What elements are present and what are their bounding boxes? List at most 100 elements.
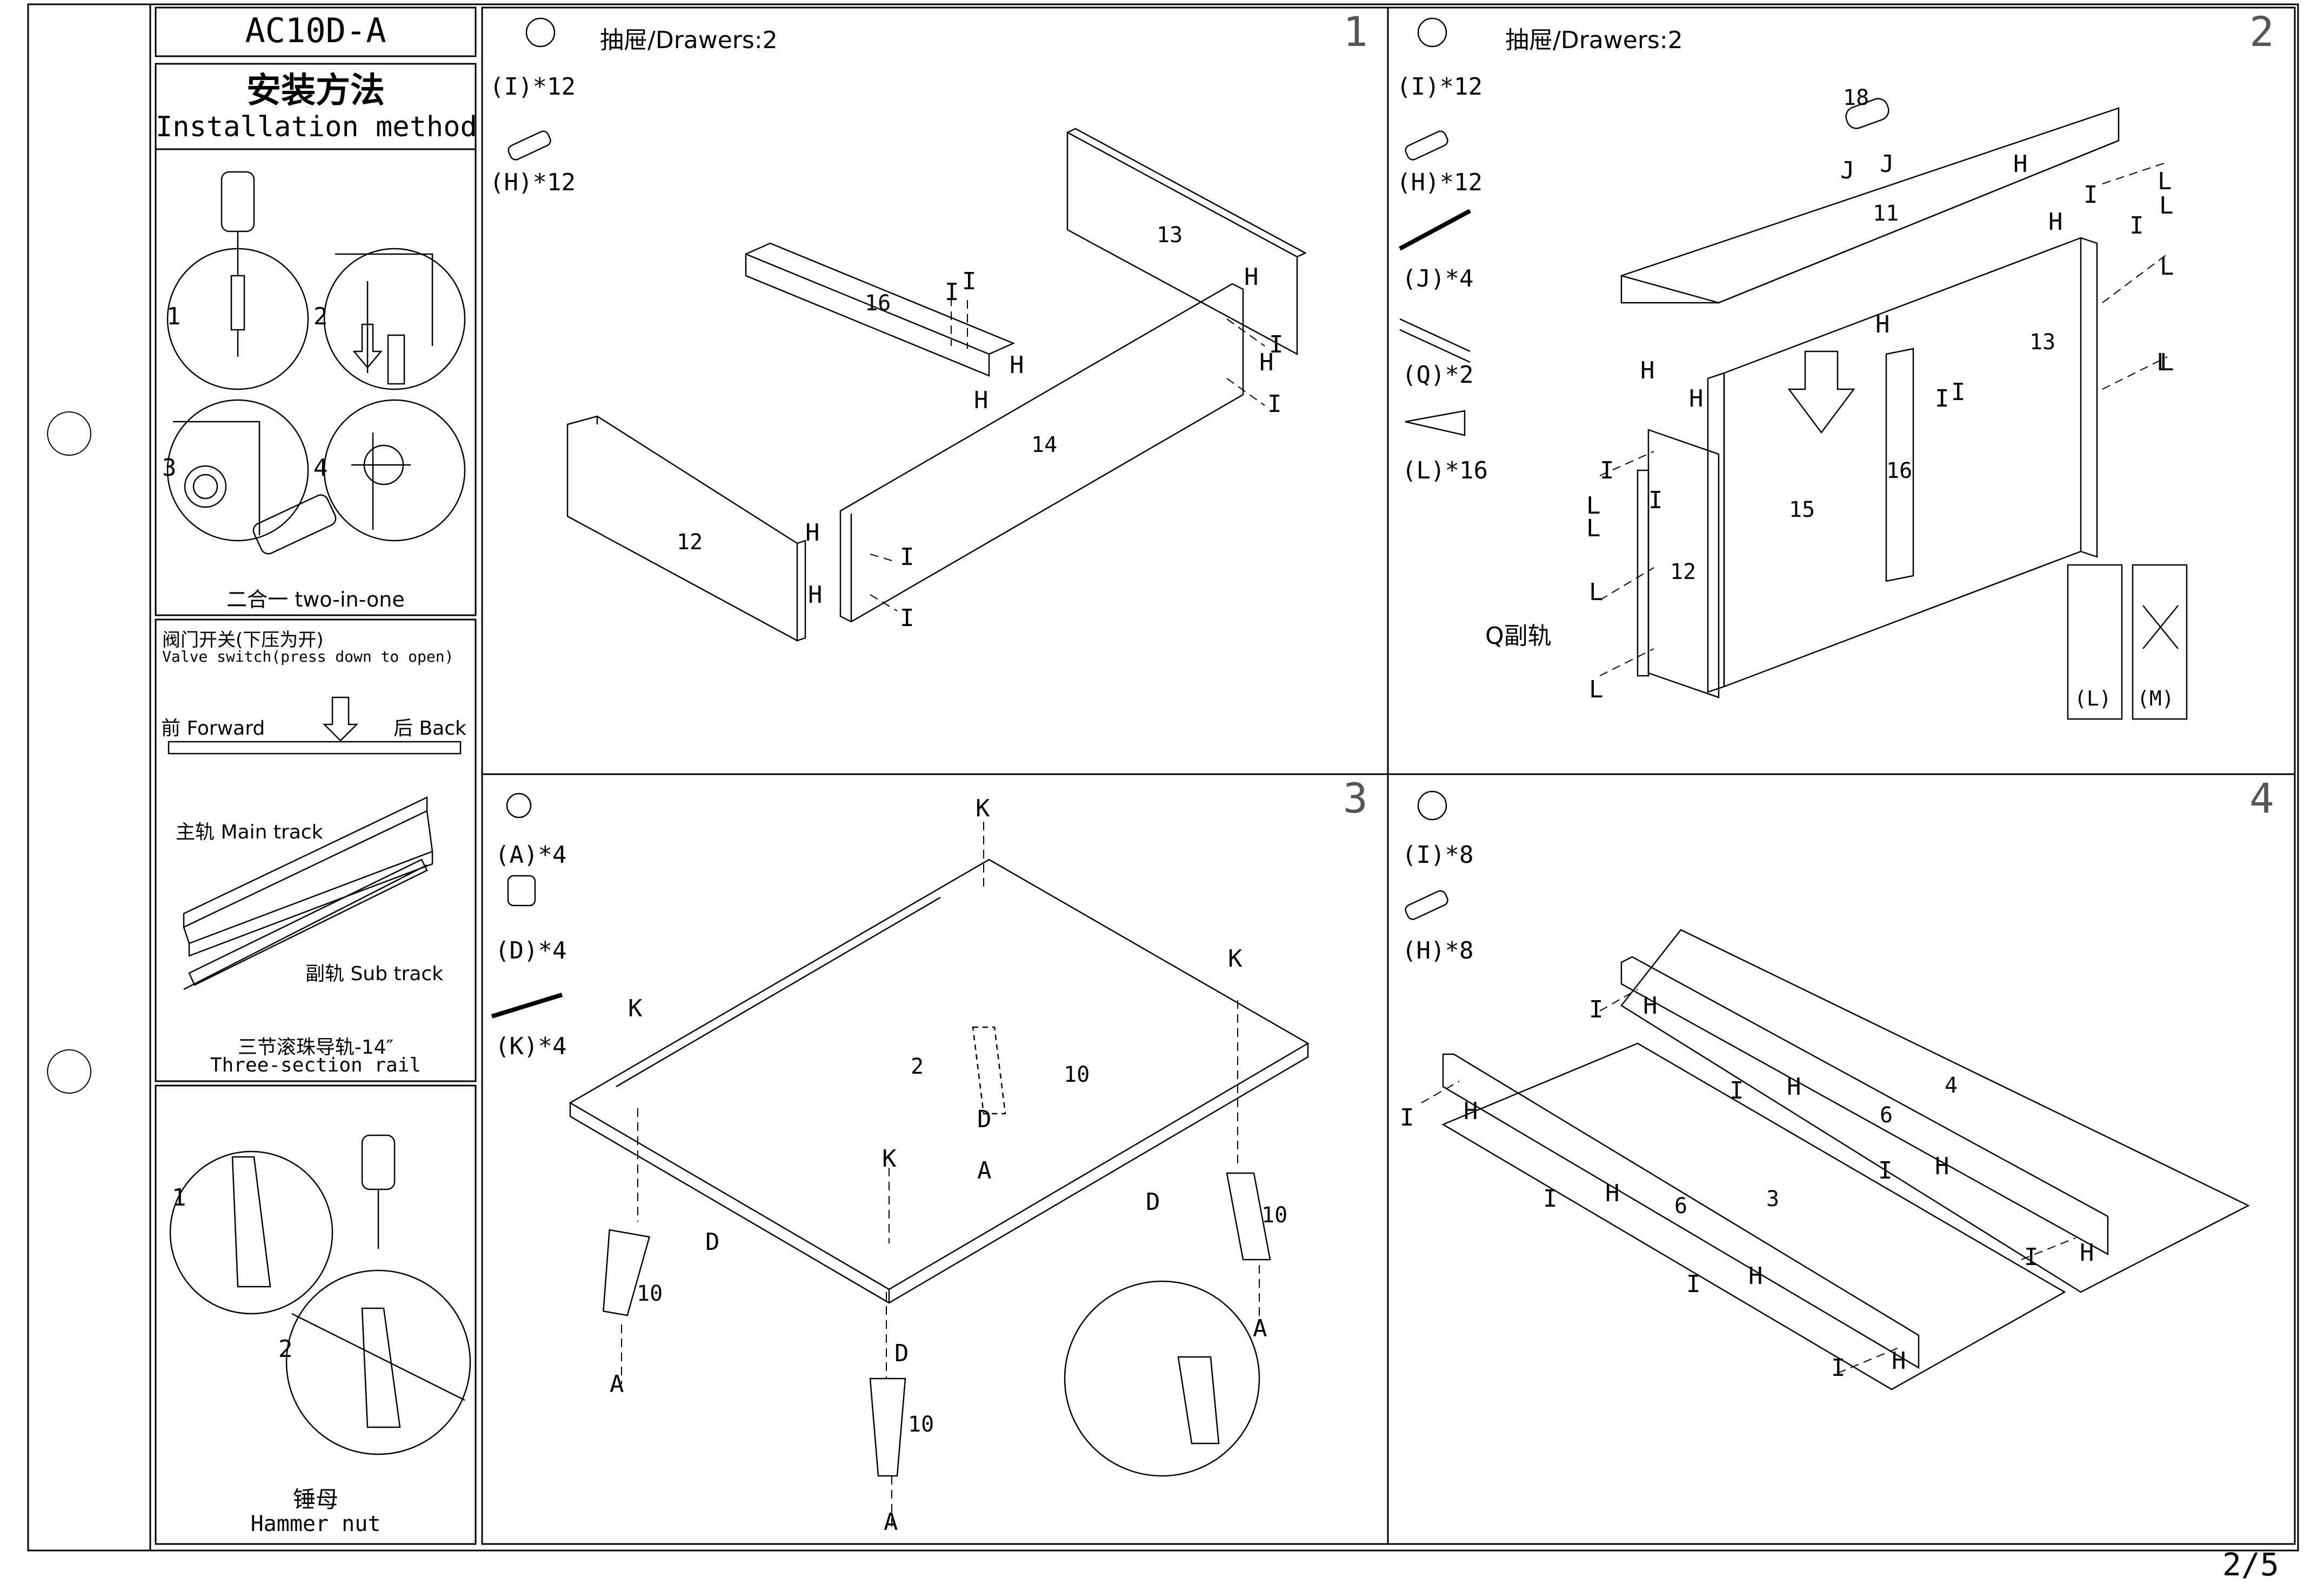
cross-icon: [2142, 605, 2179, 649]
valve-caption-en: Valve switch(press down to open): [162, 648, 454, 665]
hardware-label: H: [805, 519, 820, 547]
hardware-label: H: [1464, 1097, 1478, 1125]
hardware-label: I: [1543, 1185, 1558, 1213]
rail-box: [155, 618, 477, 1082]
dowel-icon: [1405, 130, 1448, 161]
rail-caption-en: Three-section rail: [210, 1054, 422, 1076]
part-count: (K)*4: [495, 1033, 567, 1060]
hardware-label: K: [1228, 945, 1243, 973]
part-count: (H)*8: [1402, 937, 1474, 964]
part-count: (I)*8: [1402, 841, 1474, 869]
hammer-step-label: 2: [278, 1335, 293, 1363]
hardware-label: I: [962, 268, 977, 295]
step-title: 抽屉/Drawers:2: [600, 26, 778, 54]
binder-hole-top: [47, 411, 91, 456]
cam-lock-icon: [1417, 17, 1447, 48]
rail-icon: [1399, 318, 1471, 363]
hardware-label: I: [2024, 1243, 2039, 1271]
part-count: (L)*16: [1402, 457, 1488, 484]
hardware-label: A: [884, 1508, 898, 1536]
part-count: (I)*12: [1397, 73, 1482, 101]
panel-number: 3: [1766, 1187, 1780, 1212]
hardware-label: I: [1878, 1157, 1893, 1184]
forward-label: 前 Forward: [161, 717, 265, 740]
rail-label: Q副轨: [1485, 622, 1552, 650]
hardware-label: L: [2160, 253, 2174, 281]
hardware-label: I: [1831, 1354, 1846, 1382]
panel-number: 4: [1945, 1073, 1958, 1098]
hardware-label: H: [2080, 1239, 2094, 1267]
step-number: 3: [1343, 774, 1368, 822]
hardware-label: I: [1729, 1077, 1744, 1104]
hardware-label: D: [705, 1228, 720, 1256]
step-title: 抽屉/Drawers:2: [1505, 26, 1683, 54]
cam-lock-icon: [506, 793, 532, 818]
back-label: 后 Back: [393, 717, 466, 740]
hardware-label: H: [2013, 150, 2028, 178]
panel-number: 16: [865, 291, 891, 316]
hardware-label: D: [894, 1340, 909, 1367]
cam-illustrations: [166, 171, 466, 555]
dowel-icon: [1405, 890, 1448, 920]
cam-lock-icon: [525, 17, 556, 48]
hardware-label: H: [1244, 263, 1259, 291]
model-code: AC10D-A: [245, 11, 386, 50]
rail-caption-zh: 三节滚珠导轨-14″: [237, 1036, 394, 1059]
hardware-label: I: [900, 543, 914, 571]
panel-number: 14: [1031, 432, 1058, 457]
page-number: 2/5: [2222, 1546, 2279, 1583]
hardware-label: H: [1875, 311, 1890, 338]
part-count: (I)*12: [490, 73, 576, 101]
screw-type-label: (M): [2137, 687, 2174, 710]
hardware-label: I: [2129, 212, 2144, 239]
model-box: [155, 6, 477, 57]
panel-number: 18: [1843, 85, 1869, 110]
screw-icon: [1399, 209, 1471, 251]
hardware-label: H: [1689, 385, 1704, 412]
cam-box: [155, 148, 477, 616]
hardware-label: I: [945, 278, 959, 306]
hardware-label: I: [1400, 1104, 1414, 1132]
part-count: (J)*4: [1402, 265, 1474, 292]
hardware-label: K: [628, 995, 643, 1022]
hardware-label: I: [1600, 457, 1614, 484]
hardware-label: H: [1748, 1262, 1763, 1290]
hardware-label: L: [1589, 676, 1604, 703]
cam-lock-icon: [1417, 790, 1447, 821]
hardware-label: H: [1643, 992, 1658, 1020]
hardware-label: H: [1010, 351, 1024, 379]
hardware-label: I: [1267, 390, 1282, 418]
method-title-zh: 安装方法: [246, 71, 385, 111]
hardware-label: D: [1146, 1188, 1160, 1216]
hardware-label: L: [1586, 515, 1601, 542]
screw-type-label: (L): [2074, 687, 2112, 710]
panel-number: 12: [677, 530, 703, 555]
step1-drawing: [566, 128, 1307, 642]
step-number: 1: [1343, 8, 1368, 56]
hardware-label: H: [974, 387, 989, 414]
dowel-icon: [507, 875, 536, 907]
hardware-label: A: [977, 1157, 992, 1184]
sub-track-label: 副轨 Sub track: [305, 963, 444, 985]
hardware-label: L: [1586, 492, 1601, 520]
cam-step-label: 3: [162, 454, 177, 482]
hardware-label: I: [1589, 996, 1604, 1023]
main-track-label: 主轨 Main track: [176, 821, 323, 843]
hardware-label: A: [1253, 1315, 1267, 1342]
hardware-label: I: [1686, 1270, 1701, 1298]
rail-illustrations: [168, 696, 462, 990]
hammer-caption-en: Hammer nut: [250, 1512, 381, 1536]
hardware-label: H: [1640, 357, 1655, 384]
hardware-label: L: [2158, 168, 2172, 195]
step-number: 2: [2249, 8, 2274, 56]
panel-number: 10: [1064, 1062, 1090, 1087]
hardware-label: L: [2159, 192, 2174, 219]
cam-step-label: 1: [166, 303, 181, 330]
hardware-label: K: [976, 795, 990, 822]
cam-step-label: 4: [313, 454, 328, 482]
panel-number: 16: [1886, 458, 1913, 483]
hammer-box: [155, 1084, 477, 1545]
panel-number: 13: [2029, 330, 2056, 355]
hardware-label: H: [1787, 1073, 1801, 1101]
valve-caption-zh: 阀门开关(下压为开): [162, 629, 324, 651]
